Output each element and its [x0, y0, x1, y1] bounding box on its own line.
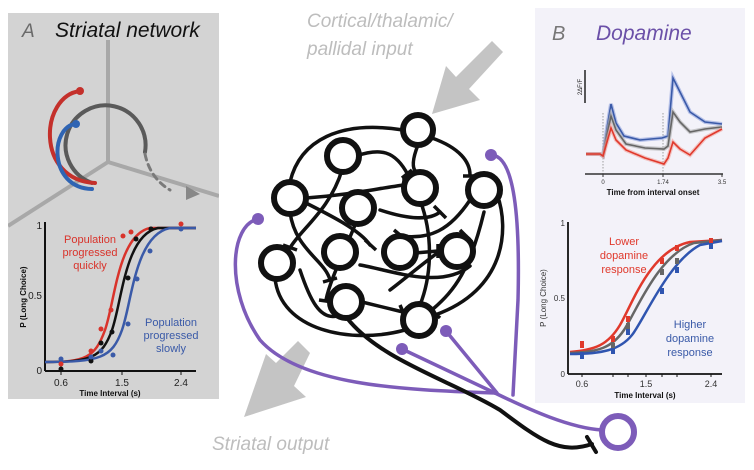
points-quick — [58, 221, 184, 367]
trajectory-gray — [63, 103, 148, 185]
input-label-line2: pallidal input — [306, 39, 413, 60]
annotation-lower-3: response — [601, 264, 646, 276]
y-axis-label: P (Long Choice) — [539, 269, 548, 327]
terminal-mid2 — [440, 325, 452, 337]
points-middle — [611, 258, 679, 349]
panel-a-letter: A — [21, 21, 35, 42]
y-axis-label: P (Long Choice) — [19, 266, 28, 328]
neuron-8 — [381, 233, 419, 271]
panel-a-background — [8, 13, 219, 399]
output-synapse-icon — [585, 435, 598, 454]
xtick-1-5: 1.5 — [640, 379, 653, 389]
trajectory-red — [48, 89, 97, 185]
striatal-output-path — [345, 316, 598, 454]
trajectory-arrowhead-icon — [186, 186, 200, 200]
striatal-neurons — [258, 112, 503, 339]
panel-a: A Striatal network 0 0.5 1 — [8, 13, 219, 399]
neuron-1 — [400, 112, 436, 148]
xtick-0-6: 0.6 — [54, 378, 68, 389]
panel-b: B Dopamine 2ΔF/F 0 1.74 3.5 Time from in… — [535, 8, 745, 403]
annotation-lower-2: dopamine — [600, 250, 648, 262]
output-label: Striatal output — [212, 434, 330, 455]
dopamine-neuron — [599, 413, 637, 451]
terminal-left — [252, 213, 264, 225]
ytick-0-5: 0.5 — [28, 291, 42, 302]
annotation-quick-2: progressed — [62, 247, 117, 259]
scale-bar-label: 2ΔF/F — [578, 78, 584, 95]
output-arrow-icon — [244, 341, 310, 417]
points-reference — [58, 226, 154, 372]
output-axon — [345, 316, 594, 450]
dopamine-terminals — [252, 149, 497, 355]
state-space-axes — [8, 40, 219, 228]
panel-b-title: Dopamine — [596, 22, 692, 45]
neuron-3 — [271, 179, 309, 217]
terminal-mid1 — [396, 343, 408, 355]
terminal-right — [485, 149, 497, 161]
input-label-line1: Cortical/thalamic/ — [307, 11, 454, 32]
input-arrow-icon — [432, 41, 503, 114]
neuron-7 — [321, 233, 359, 271]
trace-x-axis-label: Time from interval onset — [607, 188, 700, 197]
population-trajectories — [48, 87, 200, 200]
neuron-6 — [339, 189, 377, 227]
network-connections — [273, 125, 505, 338]
neuron-12 — [400, 301, 438, 339]
neuron-9 — [438, 232, 476, 270]
ytick-0: 0 — [561, 370, 566, 379]
dopamine-neuron-projections — [233, 153, 604, 432]
annotation-higher-2: dopamine — [666, 333, 714, 345]
annotation-slow-1: Population — [145, 317, 197, 329]
panel-b-background — [535, 8, 745, 403]
purple-axon-right — [489, 153, 521, 397]
x-axis-label: Time Interval (s) — [614, 391, 676, 400]
points-higher-dopamine — [580, 243, 713, 359]
curve-higher-dopamine — [569, 239, 723, 356]
neuron-4 — [401, 169, 439, 207]
purple-axon-mid2 — [444, 329, 499, 395]
dopamine-trace-plot: 2ΔF/F 0 1.74 3.5 Time from interval onse… — [578, 70, 727, 197]
panel-a-psychometric-plot: 0 0.5 1 0.6 1.5 2.4 Time Interval (s) P … — [19, 221, 199, 398]
xtick-2-4: 2.4 — [174, 378, 188, 389]
trace-xtick-3-5: 3.5 — [718, 180, 727, 186]
neuron-2 — [324, 137, 362, 175]
curve-middle — [569, 238, 723, 355]
trajectory-blue — [55, 122, 94, 191]
points-lower-dopamine — [580, 238, 713, 348]
neuron-10 — [258, 244, 296, 282]
x-axis-label: Time Interval (s) — [79, 389, 141, 398]
trajectory-red-endpoint — [76, 87, 84, 95]
panel-b-psychometric-plot: 0 0.5 1 0.6 1.5 2.4 Time Interval (s) P … — [539, 219, 723, 400]
trace-red — [586, 125, 723, 165]
annotation-slow-3: slowly — [156, 343, 186, 355]
curve-lower-dopamine — [569, 238, 723, 354]
annotation-lower-1: Lower — [609, 236, 639, 248]
ytick-1: 1 — [36, 221, 42, 232]
purple-axon-left — [233, 217, 497, 395]
xtick-0-6: 0.6 — [576, 379, 589, 389]
annotation-higher-1: Higher — [674, 319, 707, 331]
xtick-2-4: 2.4 — [705, 379, 718, 389]
xtick-1-5: 1.5 — [115, 378, 129, 389]
neuron-11 — [327, 283, 365, 321]
annotation-higher-3: response — [667, 347, 712, 359]
points-slow — [58, 226, 184, 362]
trajectory-blue-endpoint — [72, 120, 80, 128]
annotation-slow-2: progressed — [143, 330, 198, 342]
panel-b-letter: B — [552, 23, 565, 45]
curve-slow — [44, 226, 196, 364]
input-label: Cortical/thalamic/ pallidal input — [306, 11, 454, 60]
neuron-5 — [465, 171, 503, 209]
ytick-0-5: 0.5 — [554, 294, 566, 303]
annotation-quick-1: Population — [64, 234, 116, 246]
purple-axon-trunk — [493, 391, 604, 432]
annotation-quick-3: quickly — [73, 260, 107, 272]
trajectory-dashed — [143, 152, 172, 192]
ytick-1: 1 — [561, 219, 566, 228]
panel-a-title: Striatal network — [55, 19, 201, 42]
trace-xtick-1-74: 1.74 — [657, 180, 669, 186]
purple-axon-mid1 — [400, 347, 497, 395]
trace-xtick-0: 0 — [601, 180, 605, 186]
ytick-0: 0 — [36, 366, 42, 377]
